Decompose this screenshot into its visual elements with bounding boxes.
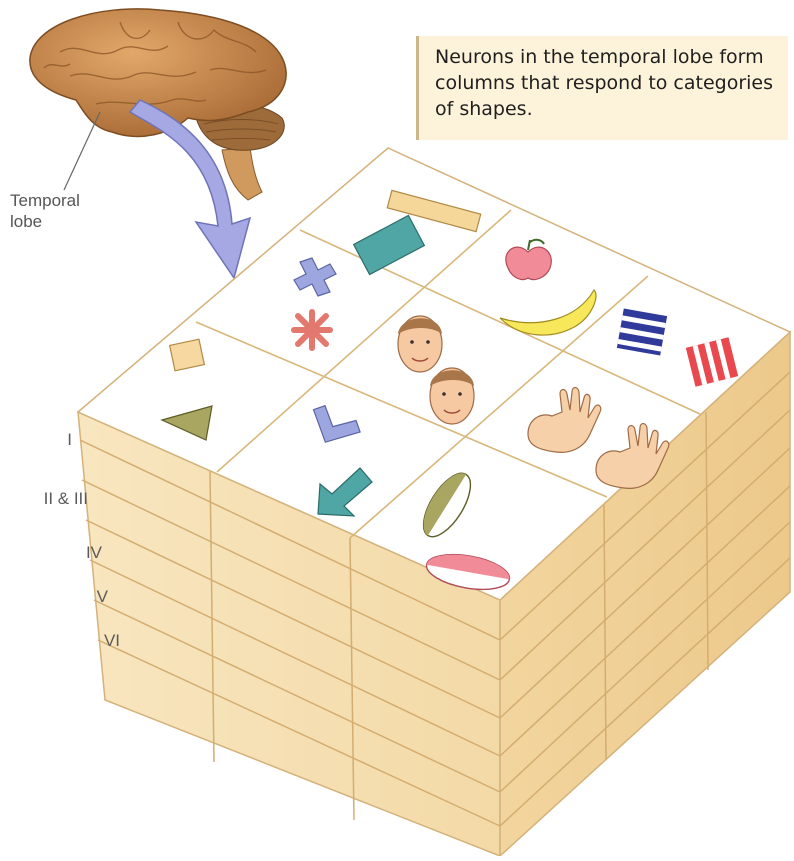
apple-icon [506,247,551,279]
face-icon [398,316,442,372]
temporal-lobe-pointer [64,112,100,190]
layer-label-v: V [28,587,108,607]
caption-box: Neurons in the temporal lobe form column… [416,36,788,140]
layer-label-vi: VI [40,631,120,651]
caption-text: Neurons in the temporal lobe form column… [435,44,787,122]
temporal-lobe-label: Temporal lobe [10,190,80,232]
cross-icon [294,258,336,296]
brain-illustration [30,9,286,200]
blue-striped-square-icon [617,308,667,355]
layer-label-i: I [0,430,72,450]
square-icon [170,339,205,371]
brainstem [222,148,262,200]
face-icon [430,368,474,424]
asterisk-icon [294,312,330,348]
layer-label-ii-iii: II & III [8,489,88,509]
layer-label-iv: IV [22,543,102,563]
